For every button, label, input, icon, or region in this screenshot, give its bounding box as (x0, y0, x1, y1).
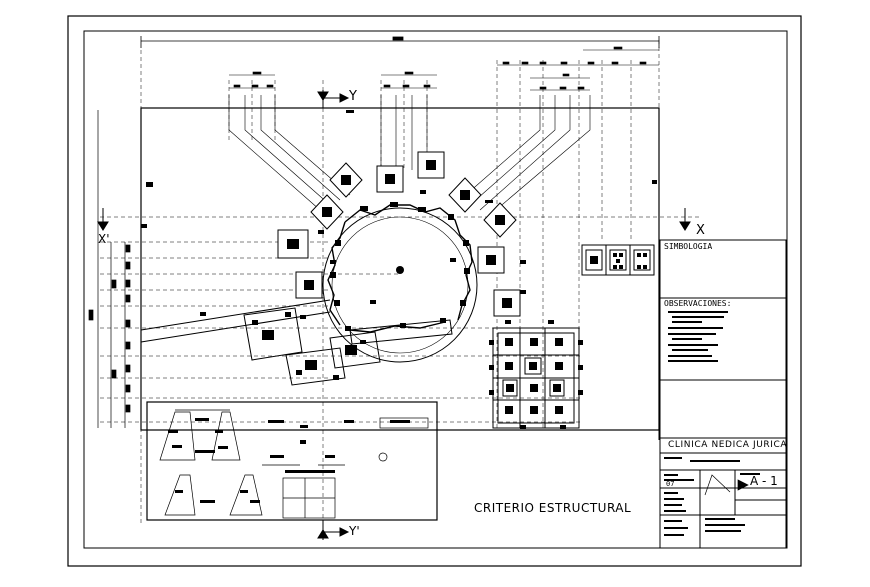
footing-cluster (492, 327, 580, 429)
axis-x-left-marker (97, 208, 109, 231)
dim-group-2 (381, 71, 437, 89)
legend-footings (581, 244, 655, 276)
grid-lines-vertical (140, 40, 660, 540)
axis-x-right-marker (679, 208, 691, 231)
square-footing-cores (287, 160, 512, 308)
square-footings (277, 151, 521, 317)
ring-wall-blocks (330, 202, 470, 331)
detail-sections (159, 409, 429, 519)
sheet-id: A - 1 (750, 474, 778, 488)
axis-y-top-marker (317, 90, 350, 108)
title-block-mini-plan (704, 474, 749, 496)
project-name: CLINICA NEDICA JURICA (668, 440, 788, 450)
title-block (659, 239, 787, 549)
observations-heading: OBSERVACIONES: (664, 299, 732, 308)
center-column (396, 266, 404, 274)
axis-label-x-right: X (696, 223, 705, 238)
dim-group-1 (229, 71, 275, 89)
details-inset (146, 401, 438, 521)
axis-label-y-bottom: Y' (349, 524, 360, 538)
slanted-wing-cores (252, 312, 357, 380)
footing-cluster-cores (489, 338, 583, 414)
title-block-notes (664, 311, 760, 536)
outer-border (67, 15, 802, 567)
annotation-tags (141, 110, 657, 444)
top-dimension (140, 36, 660, 48)
grid-lines-horizontal (100, 216, 700, 423)
drawing-title: CRITERIO ESTRUCTURAL (474, 501, 632, 515)
diamond-footing-cores (322, 175, 505, 225)
left-dimension-chain (88, 110, 131, 428)
slanted-wing (140, 299, 453, 386)
symbology-heading: SIMBOLOGIA (664, 242, 713, 251)
axis-label-y-top: Y (349, 89, 357, 104)
central-rotunda (322, 207, 478, 363)
sheet-number: 07 (666, 480, 675, 488)
legend-footing-cores (590, 253, 647, 269)
dim-group-3 (497, 46, 659, 91)
radial-beams (228, 95, 591, 216)
axis-label-x-left: X' (98, 232, 110, 246)
rotunda-inner (331, 216, 469, 354)
detail-hatching (168, 418, 410, 503)
axis-y-bottom-marker (317, 520, 350, 540)
inner-border (83, 30, 788, 549)
